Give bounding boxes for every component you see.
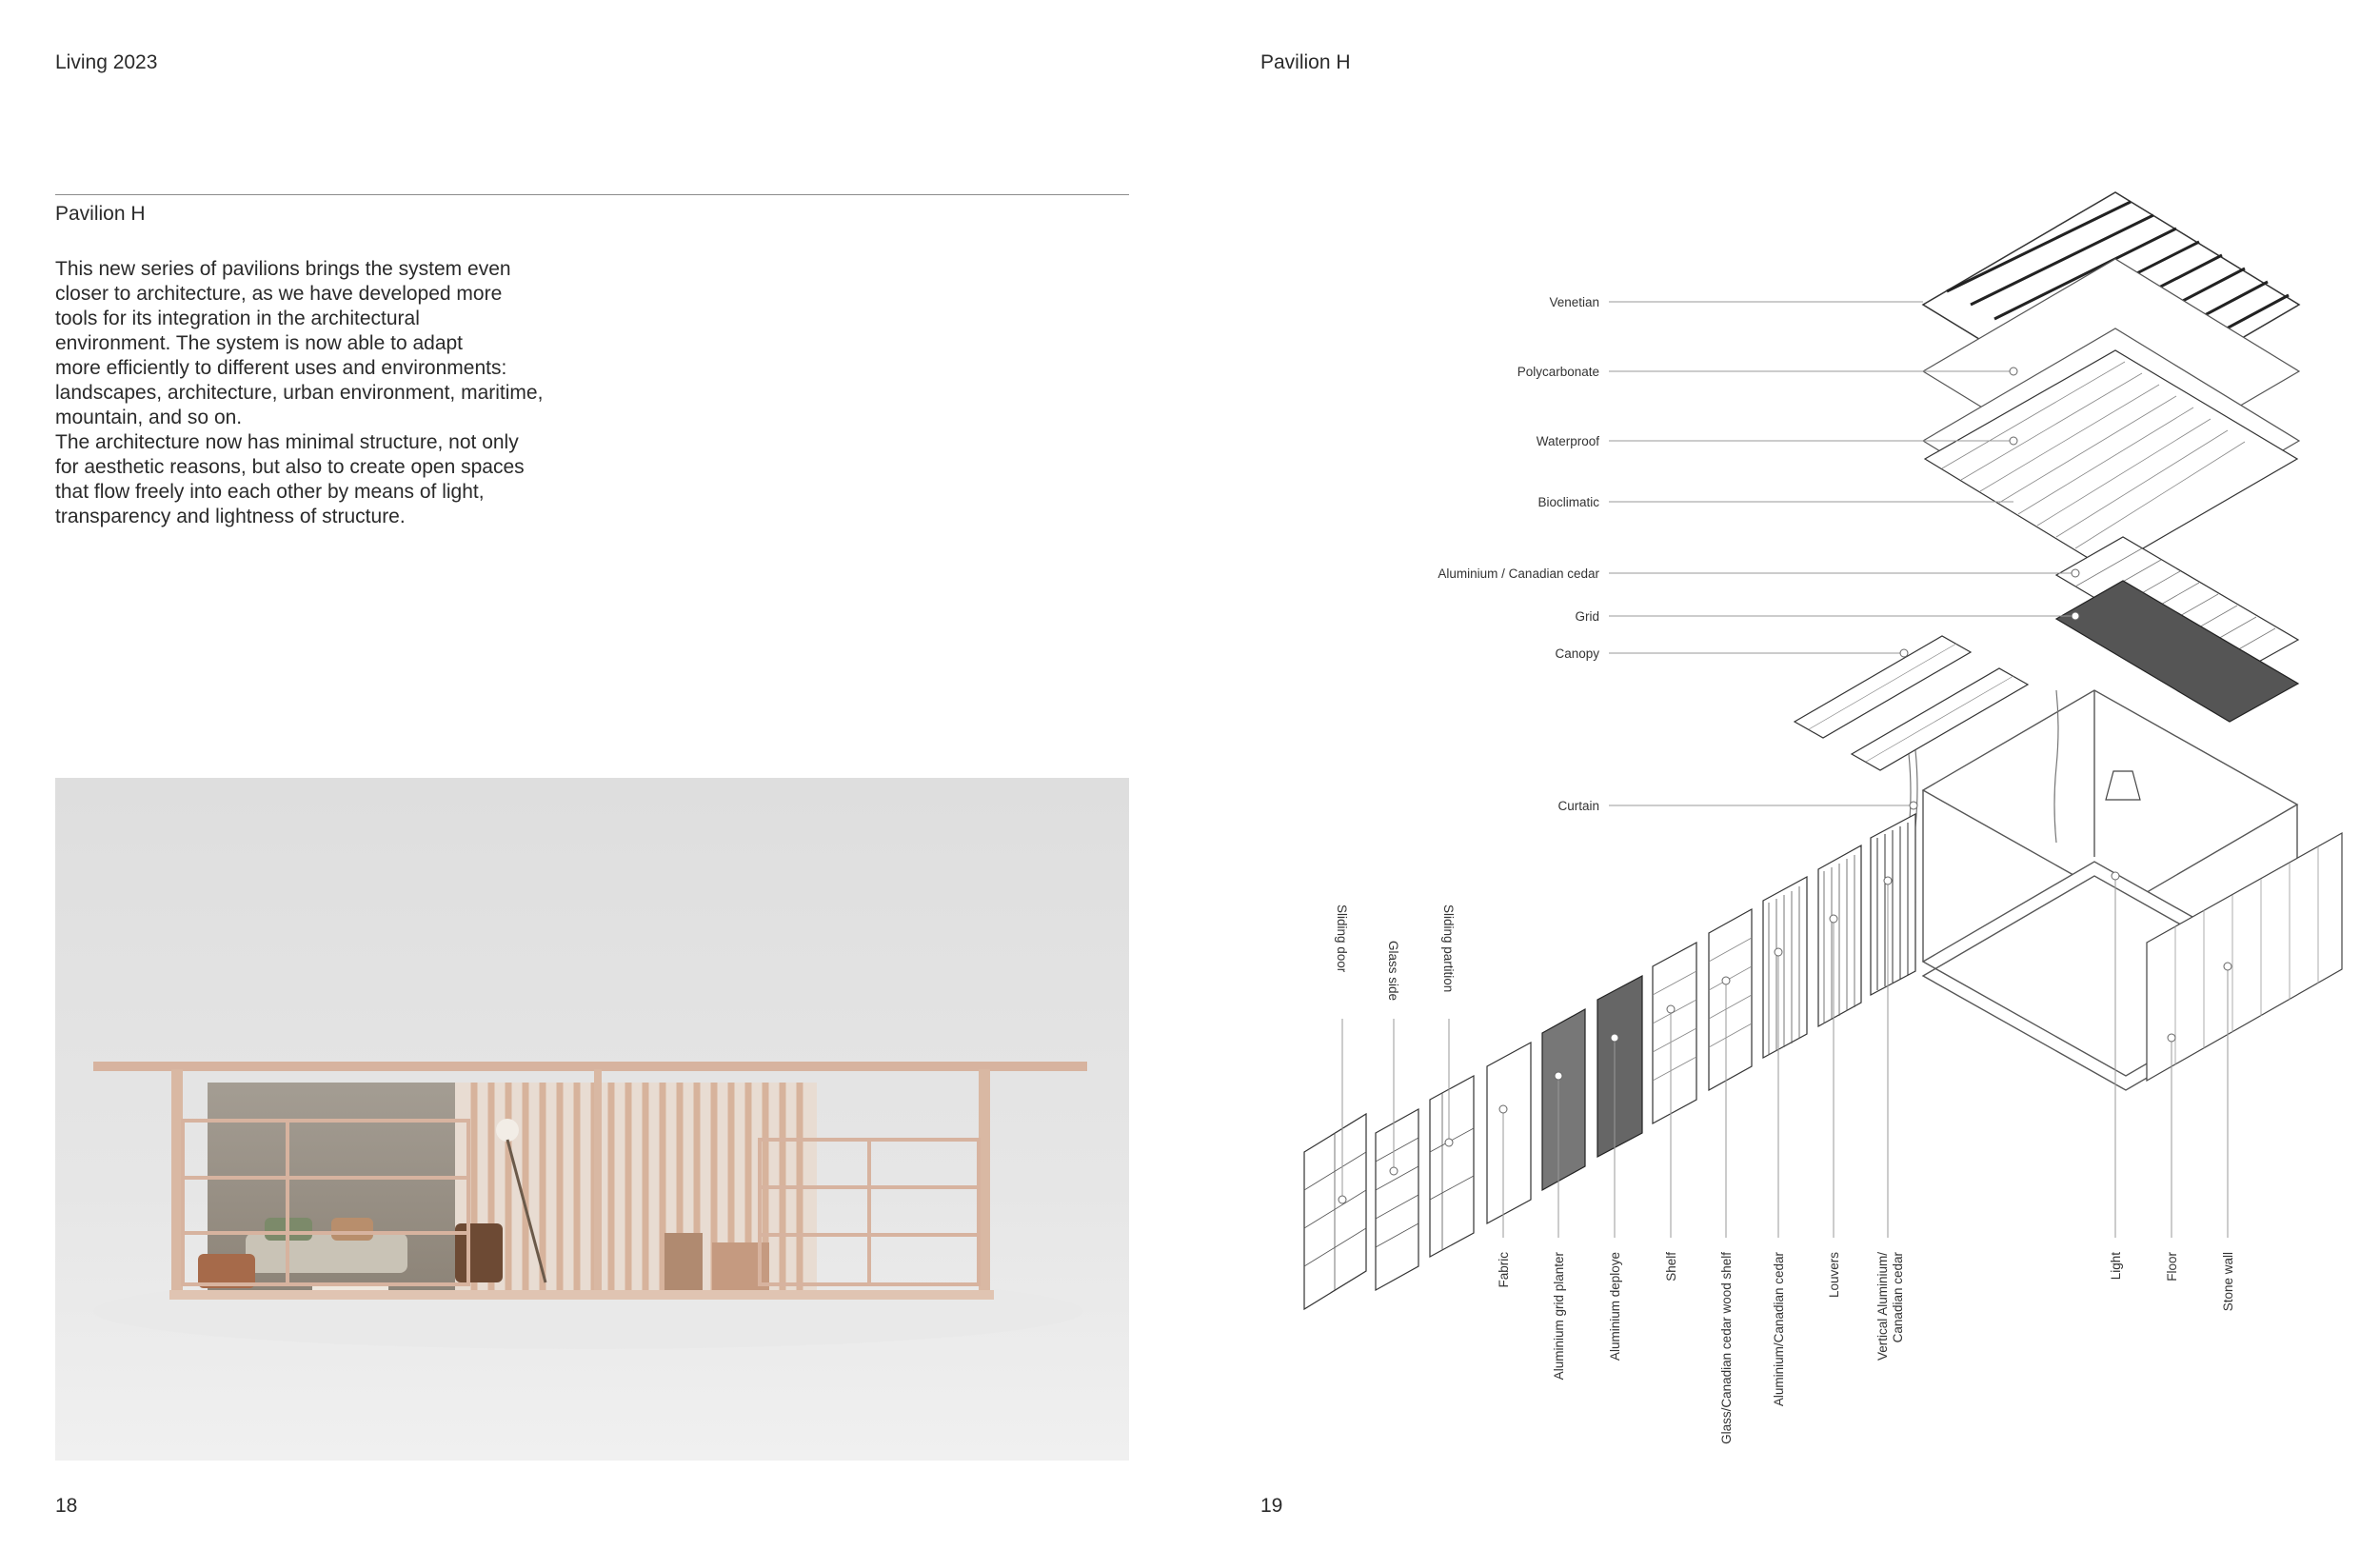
label-vertical-aluminium-line1: Vertical Aluminium/ (1875, 1252, 1890, 1361)
label-curtain: Curtain (1557, 799, 1599, 813)
label-aluminium-canadian-cedar: Aluminium / Canadian cedar (1438, 566, 1599, 581)
label-aluminium-deploye: Aluminium deploye (1608, 1252, 1622, 1361)
body-line: landscapes, architecture, urban environm… (55, 382, 544, 404)
body-line: The architecture now has minimal structu… (55, 431, 519, 453)
body-line: for aesthetic reasons, but also to creat… (55, 456, 525, 478)
bioclimatic-layer (1923, 349, 2299, 570)
label-canopy: Canopy (1555, 646, 1599, 661)
label-polycarbonate: Polycarbonate (1517, 365, 1599, 379)
section-divider (55, 194, 1129, 195)
body-line: environment. The system is now able to a… (55, 332, 464, 354)
label-vertical-aluminium-line2: Canadian cedar (1891, 1252, 1905, 1343)
body-line: transparency and lightness of structure. (55, 506, 406, 527)
right-page-header: Pavilion H (1260, 51, 1351, 73)
label-aluminium-grid-planter: Aluminium grid planter (1552, 1252, 1566, 1381)
body-line: more efficiently to different uses and e… (55, 357, 507, 379)
body-line: that flow freely into each other by mean… (55, 481, 485, 503)
label-aluminium-canadian-cedar-vertical: Aluminium/Canadian cedar (1772, 1252, 1786, 1407)
label-bioclimatic: Bioclimatic (1537, 495, 1599, 509)
label-sliding-partition: Sliding partition (1441, 904, 1456, 992)
label-glass-side: Glass side (1386, 941, 1400, 1001)
label-louvers: Louvers (1827, 1252, 1841, 1298)
label-floor: Floor (2165, 1252, 2179, 1282)
body-line: closer to architecture, as we have devel… (55, 283, 503, 305)
label-sliding-door: Sliding door (1335, 904, 1349, 973)
right-page-number: 19 (1260, 1495, 1283, 1517)
body-line: tools for its integration in the archite… (55, 308, 420, 329)
label-grid: Grid (1575, 609, 1599, 624)
body-line: mountain, and so on. (55, 407, 243, 428)
label-light: Light (2109, 1252, 2123, 1281)
body-line: This new series of pavilions brings the … (55, 258, 511, 280)
left-page-header: Living 2023 (55, 51, 158, 73)
label-waterproof: Waterproof (1537, 434, 1600, 448)
label-fabric: Fabric (1497, 1252, 1511, 1288)
label-glass-canadian-cedar-wood-shelf: Glass/Canadian cedar wood shelf (1719, 1252, 1734, 1444)
pavilion-render-illustration (55, 778, 1129, 1461)
label-venetian: Venetian (1549, 295, 1599, 309)
left-page-number: 18 (55, 1495, 78, 1517)
label-stone-wall: Stone wall (2221, 1252, 2235, 1311)
section-title: Pavilion H (55, 203, 146, 225)
pavilion-photo (55, 778, 1129, 1461)
body-text: This new series of pavilions brings the … (55, 257, 626, 529)
exploded-axonometric-diagram: Venetian Polycarbonate Waterproof Biocli… (1303, 191, 2343, 1444)
label-shelf: Shelf (1664, 1252, 1678, 1282)
